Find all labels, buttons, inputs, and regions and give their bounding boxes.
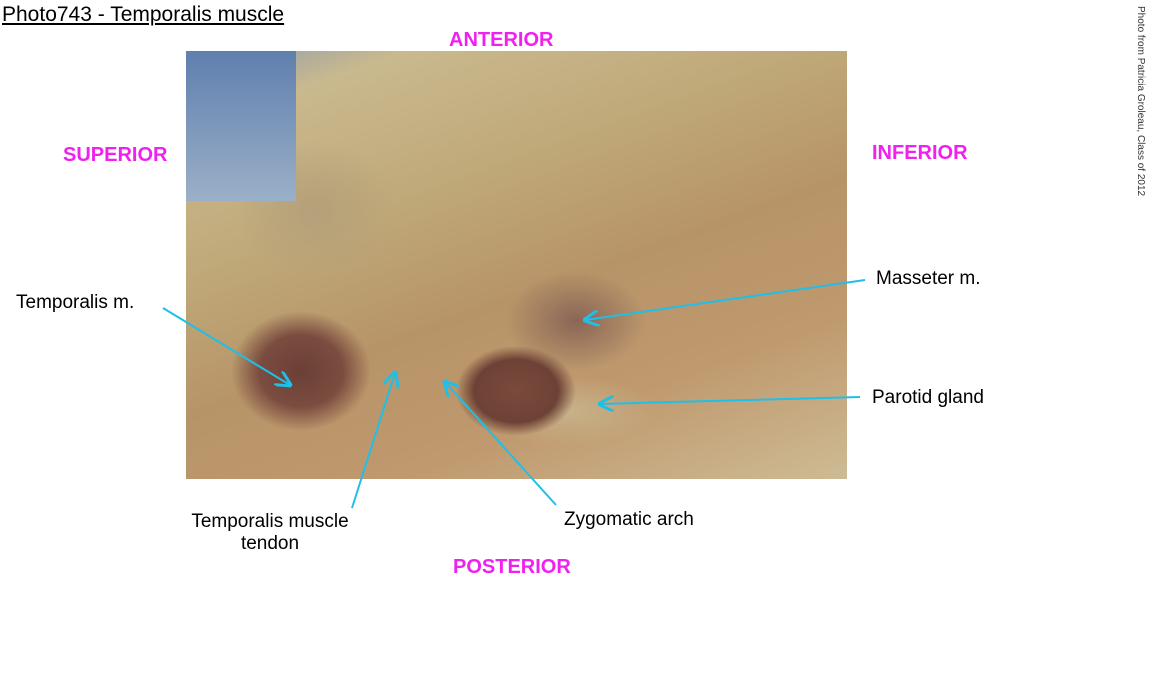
label-zygomatic: Zygomatic arch bbox=[564, 509, 694, 530]
direction-superior: SUPERIOR bbox=[63, 144, 168, 166]
arrow-temporalis bbox=[162, 307, 290, 385]
label-temporalis-tendon: Temporalis muscle tendon bbox=[178, 511, 362, 555]
label-temporalis: Temporalis m. bbox=[16, 292, 135, 313]
page-title: Photo743 - Temporalis muscle bbox=[2, 3, 285, 26]
label-parotid: Parotid gland bbox=[872, 387, 984, 408]
direction-inferior: INFERIOR bbox=[872, 142, 968, 164]
direction-posterior: POSTERIOR bbox=[453, 556, 571, 578]
label-tendon-line2: tendon bbox=[240, 533, 300, 554]
dissection-photo bbox=[186, 51, 847, 479]
arrow-zygomatic bbox=[445, 382, 557, 506]
photo-background-drape bbox=[186, 51, 296, 201]
arrow-tendon bbox=[351, 373, 395, 509]
arrow-parotid bbox=[600, 397, 861, 404]
direction-anterior: ANTERIOR bbox=[449, 29, 554, 51]
label-masseter: Masseter m. bbox=[876, 268, 981, 289]
label-tendon-line1: Temporalis muscle bbox=[191, 511, 349, 532]
arrow-masseter bbox=[585, 279, 866, 320]
